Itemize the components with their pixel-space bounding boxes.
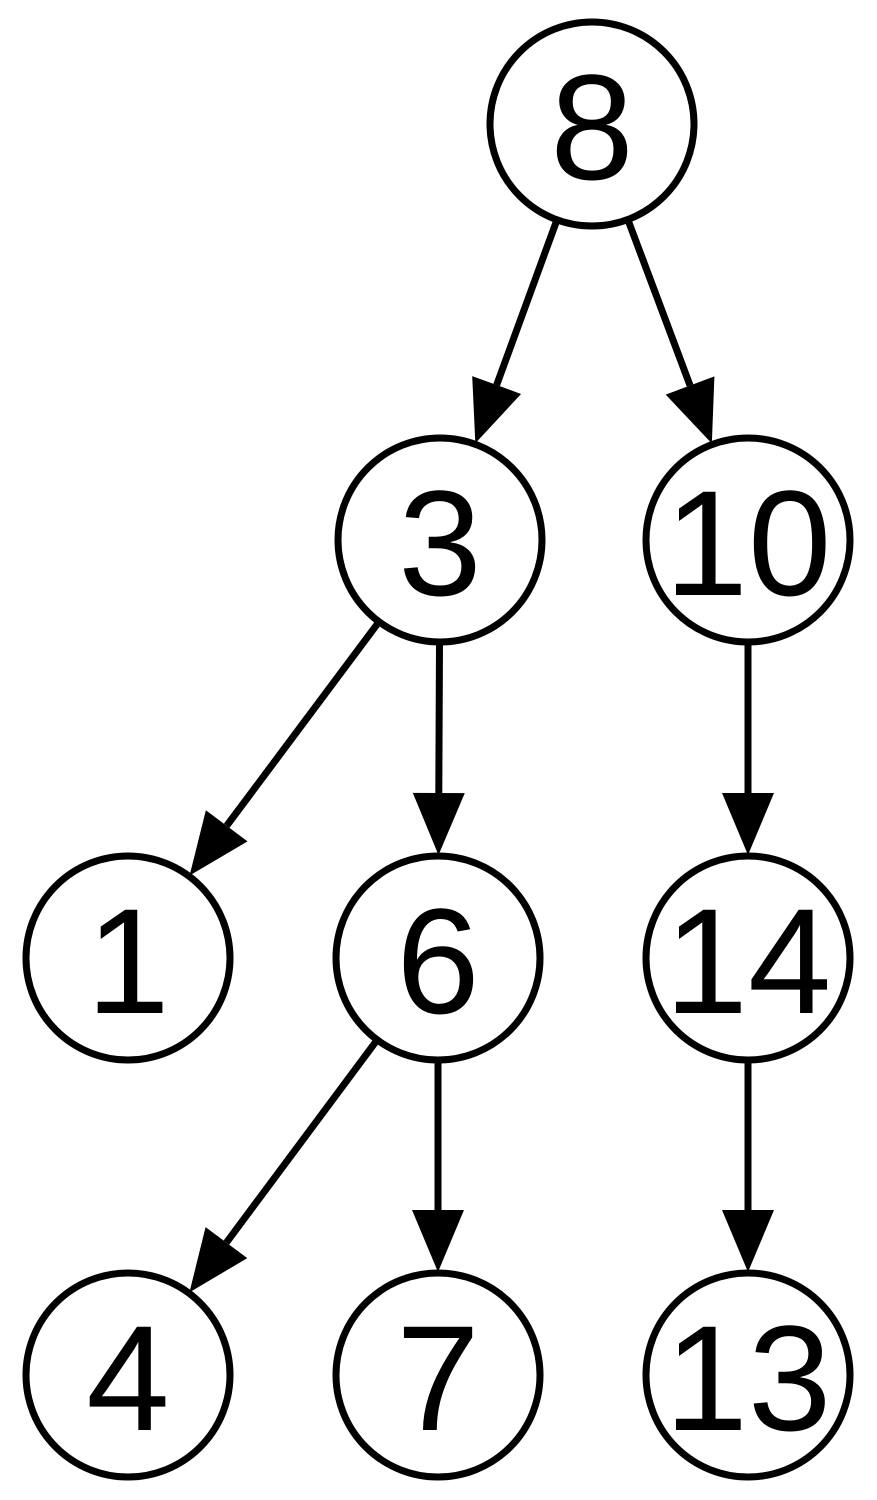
graph-node[interactable]: 6 — [332, 852, 544, 1064]
graph-node[interactable]: 13 — [642, 1269, 854, 1481]
node-circle[interactable] — [334, 434, 546, 646]
graph-node[interactable]: 3 — [334, 434, 546, 646]
node-label: 10 — [665, 459, 832, 627]
graph-node[interactable]: 1 — [22, 852, 234, 1064]
node-label: 8 — [550, 43, 633, 211]
node-circle[interactable] — [332, 852, 544, 1064]
edge-line — [223, 620, 382, 828]
edge-arrowhead-icon — [665, 376, 715, 444]
graph-node[interactable]: 4 — [22, 1269, 234, 1481]
edge-line — [435, 642, 444, 794]
edge-arrowhead-icon — [722, 1210, 774, 1272]
graph-edge — [472, 219, 560, 444]
node-circle[interactable] — [22, 852, 234, 1064]
nodes-layer: 8 3 10 1 6 14 4 7 13 — [22, 18, 854, 1481]
graph-edge — [412, 642, 465, 856]
edge-line — [223, 1038, 380, 1245]
node-circle[interactable] — [642, 852, 854, 1064]
node-label: 7 — [396, 1294, 479, 1462]
edges-layer — [189, 219, 774, 1293]
node-label: 13 — [665, 1294, 832, 1462]
edge-line — [493, 219, 560, 387]
edge-arrowhead-icon — [189, 1227, 248, 1293]
edge-arrowhead-icon — [189, 810, 248, 876]
node-circle[interactable] — [642, 434, 854, 646]
edge-arrowhead-icon — [722, 793, 774, 855]
graph-edge — [722, 643, 774, 855]
node-label: 3 — [398, 459, 481, 627]
node-circle[interactable] — [332, 1269, 544, 1481]
graph-edge — [189, 620, 382, 876]
edge-arrowhead-icon — [472, 376, 522, 444]
edge-line — [624, 219, 694, 387]
graph-edge — [189, 1038, 380, 1293]
node-circle[interactable] — [22, 1269, 234, 1481]
node-label: 14 — [665, 877, 832, 1045]
edge-arrowhead-icon — [412, 792, 465, 856]
graph-edge — [624, 219, 715, 444]
node-label: 4 — [86, 1294, 169, 1462]
graph-node[interactable]: 8 — [486, 18, 698, 230]
graph-edge — [412, 1061, 464, 1272]
graph-node[interactable]: 10 — [642, 434, 854, 646]
node-label: 1 — [86, 877, 169, 1045]
node-circle[interactable] — [486, 18, 698, 230]
graph-node[interactable]: 14 — [642, 852, 854, 1064]
node-label: 6 — [396, 877, 479, 1045]
graph-node[interactable]: 7 — [332, 1269, 544, 1481]
node-circle[interactable] — [642, 1269, 854, 1481]
edge-arrowhead-icon — [412, 1210, 464, 1272]
graph-edge — [722, 1061, 774, 1272]
